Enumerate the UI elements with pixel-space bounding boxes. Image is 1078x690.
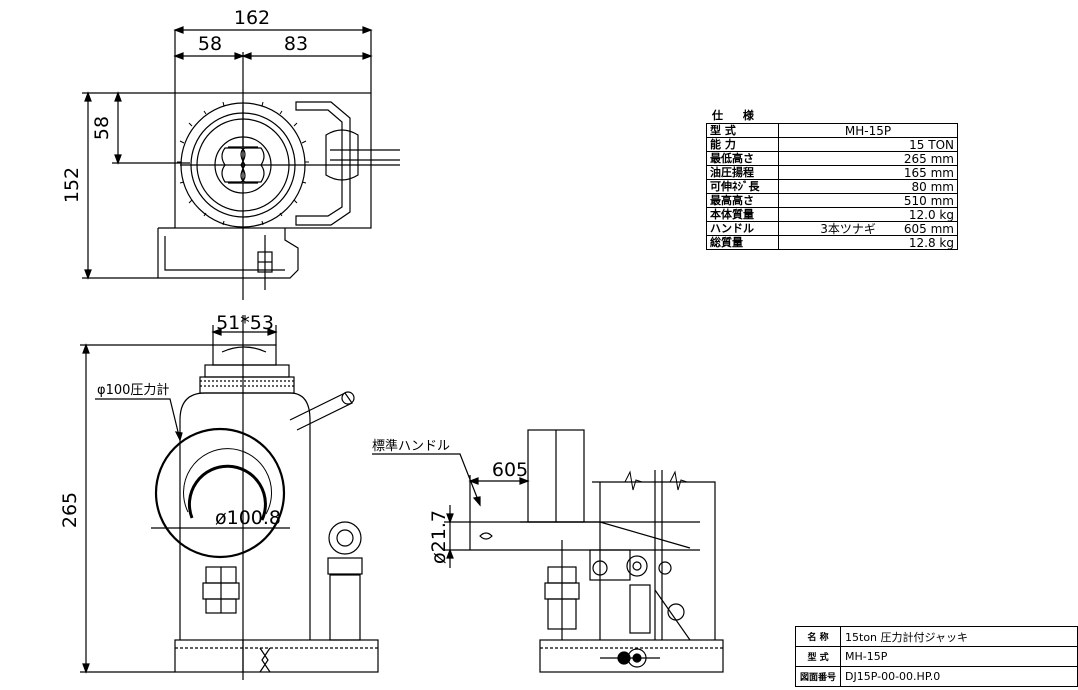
spec-row: 油圧揚程 165 mm [706, 165, 958, 180]
spec-value: 265 mm [778, 151, 958, 166]
title-row-drawing: 図面番号 DJ15P-00-00.HP.0 [794, 666, 1078, 687]
spec-row: ハンドル 3本ツナギ 605 mm [706, 221, 958, 236]
spec-row: 最低高さ 265 mm [706, 151, 958, 166]
spec-value-text: 80 mm [911, 179, 954, 194]
spec-key: 総質量 [706, 235, 779, 250]
spec-sub: 3本ツナギ [820, 221, 876, 236]
dim-handle-dia: ø21.7 [428, 510, 450, 564]
spec-key: 最低高さ [706, 151, 779, 166]
model-label: 型 式 [794, 646, 842, 667]
spec-row: 可伸ﾈｼﾞ長 80 mm [706, 179, 958, 194]
spec-value: 510 mm [778, 193, 958, 208]
title-block-table: 名 称 15ton 圧力計付ジャッキ 型 式 MH-15P 図面番号 DJ15P… [794, 626, 1078, 687]
spec-value-text: 510 mm [903, 193, 954, 208]
spec-value-text: MH-15P [844, 123, 892, 138]
spec-value: 12.8 kg [778, 235, 958, 250]
dim-top-right: 83 [284, 33, 308, 55]
dim-handle-length: 605 [492, 459, 528, 481]
spec-value-text: 12.0 kg [908, 207, 954, 222]
title-block: 名 称 15ton 圧力計付ジャッキ 型 式 MH-15P 図面番号 DJ15P… [794, 626, 1078, 687]
spec-value-text: 265 mm [903, 151, 954, 166]
spec-key: 最高高さ [706, 193, 779, 208]
spec-value: 3本ツナギ 605 mm [778, 221, 958, 236]
dim-saddle: 51*53 [216, 312, 274, 334]
title-row-model: 型 式 MH-15P [794, 646, 1078, 667]
spec-value-text: 15 TON [909, 137, 954, 152]
spec-key: ハンドル [706, 221, 779, 236]
spec-row: 最高高さ 510 mm [706, 193, 958, 208]
title-row-name: 名 称 15ton 圧力計付ジャッキ [794, 626, 1078, 647]
model-value: MH-15P [840, 646, 1078, 667]
dim-top-width: 162 [234, 7, 270, 29]
spec-row: 総質量 12.8 kg [706, 235, 958, 250]
dim-body-height: 265 [59, 492, 81, 528]
spec-value-text: 165 mm [903, 165, 954, 180]
dim-gauge-dia: ø100.8 [215, 507, 281, 529]
spec-key: 可伸ﾈｼﾞ長 [706, 179, 779, 194]
spec-value: 165 mm [778, 165, 958, 180]
gauge-callout: φ100圧力計 [97, 382, 169, 398]
spec-row: 能 力 15 TON [706, 137, 958, 152]
drawing-label: 図面番号 [794, 666, 842, 687]
spec-value-text: 12.8 kg [908, 235, 954, 250]
drawing-value: DJ15P-00-00.HP.0 [840, 666, 1078, 687]
front-view [80, 315, 379, 680]
dim-top-left: 58 [198, 33, 222, 55]
spec-row: 型 式 MH-15P [706, 123, 958, 138]
top-view [82, 26, 400, 300]
spec-value-text: 605 mm [903, 221, 954, 236]
handle-callout: 標準ハンドル [372, 438, 450, 454]
name-value: 15ton 圧力計付ジャッキ [840, 626, 1078, 647]
spec-key: 型 式 [706, 123, 779, 138]
spec-value: 80 mm [778, 179, 958, 194]
spec-title: 仕 様 [712, 109, 762, 122]
dim-side-height: 152 [61, 167, 83, 203]
spec-row: 本体質量 12.0 kg [706, 207, 958, 222]
name-label: 名 称 [794, 626, 842, 647]
spec-table-block: 仕 様 型 式 MH-15P 能 力 15 TON 最低高さ 265 mm 油圧揚程 165 … [706, 110, 958, 250]
spec-value: MH-15P [778, 123, 958, 138]
spec-value: 12.0 kg [778, 207, 958, 222]
dim-side-top: 58 [91, 116, 113, 140]
spec-key: 能 力 [706, 137, 779, 152]
spec-value: 15 TON [778, 137, 958, 152]
side-view [372, 429, 724, 673]
spec-key: 本体質量 [706, 207, 779, 222]
spec-key: 油圧揚程 [706, 165, 779, 180]
